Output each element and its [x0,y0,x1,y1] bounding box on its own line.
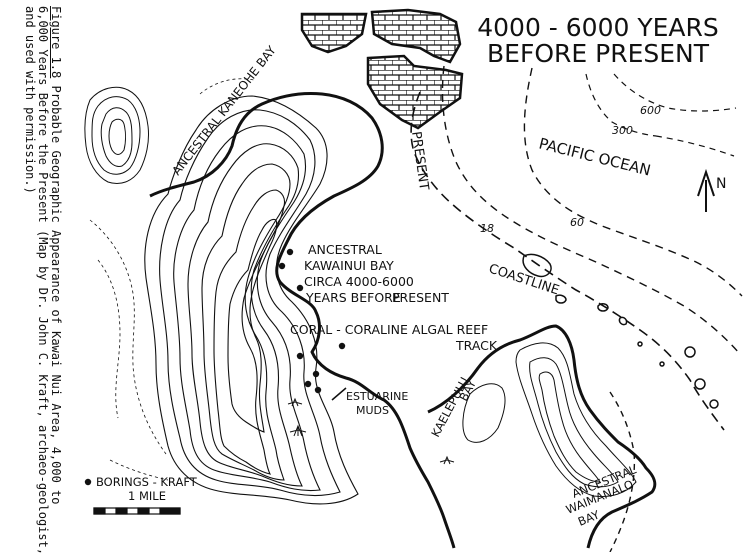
reef-label-1: CORAL - CORALINE ALGAL REEF [290,322,488,337]
outcrop-3 [366,54,464,130]
present-label: PRESENT [408,130,431,191]
offshore-islets [522,253,719,409]
kawainui-label-2: KAWAINUI BAY [304,258,394,273]
islet-1 [522,253,552,278]
islet-4 [618,316,628,326]
boring-site [286,248,294,256]
boring-sites [278,248,346,394]
islet-5 [684,346,696,358]
map-title-line-1: 4000 - 6000 YEARS [477,13,719,42]
reef-label-2: TRACK [455,338,498,353]
boring-site [338,342,346,350]
north-arrow: N [697,168,726,212]
map-legend: BORINGS - KRAFT 1 MILE [84,475,198,515]
coastline-label: COASTLINE [487,262,561,299]
kawainui-bay-labels: ANCESTRAL KAWAINUI BAY CIRCA 4000-6000 Y… [304,242,449,305]
caption-line-3: and used with permission.) [23,6,37,194]
depth-contour-300-tail [655,135,735,157]
kawainui-label-4: YEARS BEFORE [305,290,401,305]
boring-site [296,284,304,292]
islet-8 [659,361,665,367]
caption-figure-label: Figure 1.8 [49,6,63,79]
scale-bar-label: 1 MILE [128,489,166,503]
islet-7 [709,399,719,409]
depth-contour-18 [441,65,741,355]
outcrop-1 [300,12,368,54]
depth-label-300: 300 [612,124,633,137]
depth-label-600: 600 [640,104,661,117]
dashed-lines [410,65,743,431]
waimanalo-dashed-shore [609,391,636,552]
estuarine-label-2: MUDS [356,404,389,417]
map-title-line-2: BEFORE PRESENT [487,39,710,68]
kawainui-label-5: PRESENT [392,290,449,305]
kawainui-label-3: CIRCA 4000-6000 [304,274,414,289]
depth-label-18: 18 [480,222,494,235]
present-coastline [410,91,725,431]
legend-borings-label: BORINGS - KRAFT [96,475,198,489]
legend-boring-dot [84,478,92,486]
geographic-map: 4000 - 6000 YEARS BEFORE PRESENT [84,8,743,552]
kaneohe-headland-contours [84,86,149,184]
ancestral-shoreline [149,92,657,549]
caption-line-1: Figure 1.8 Probable Geographic Appearanc… [49,6,63,546]
pacific-ocean-label: PACIFIC OCEAN [537,134,652,179]
kawainui-label-1: ANCESTRAL [308,242,382,257]
limestone-outcrops [300,8,464,130]
north-label: N [716,176,726,192]
estuarine-label-1: ESTUARINE [346,390,408,403]
scale-bar [93,507,181,515]
figure-caption-panel: Figure 1.8 Probable Geographic Appearanc… [0,0,72,555]
mountain-contours [144,95,359,505]
caption-line-2: 6,000 Years Before the Present (Map by D… [36,6,50,555]
boring-site [278,262,286,270]
estuarine-pointer [331,387,347,401]
caption-line-1-text: Probable Geographic Appearance of Kawai … [49,78,63,505]
depth-contour-600 [613,73,737,112]
waimanalo-ridge-contours [462,342,637,497]
depth-contour-300 [585,73,657,137]
depth-label-60: 60 [570,216,584,229]
lowland-contours [89,78,255,481]
islet-2 [555,294,567,304]
boring-site [304,380,312,388]
islet-9 [637,341,643,347]
outcrop-2 [370,8,462,64]
boring-site [296,352,304,360]
boring-site [314,386,322,394]
boring-site [312,370,320,378]
islet-6 [694,378,706,390]
north-arrow-shaft [697,168,715,212]
marsh-symbols [287,397,455,465]
islet-3 [597,303,609,312]
figure-caption: Figure 1.8 Probable Geographic Appearanc… [23,6,63,555]
